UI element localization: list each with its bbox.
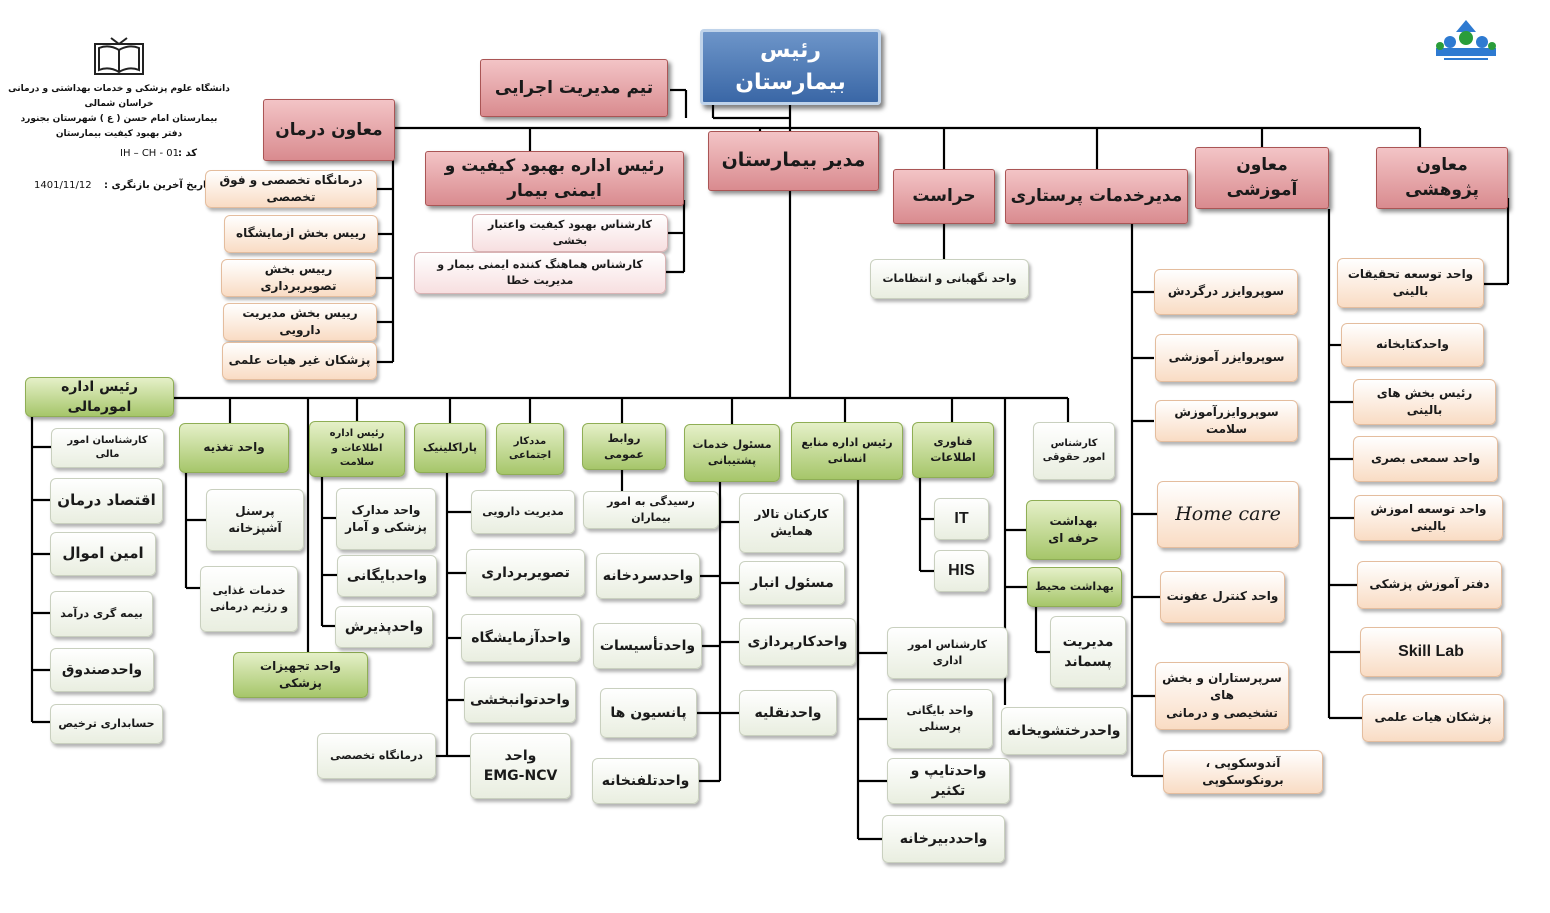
laundry-unit-box: واحدرختشویخانه <box>1001 707 1127 755</box>
environmental-health-box: بهداشت محیط <box>1027 567 1122 607</box>
education-deputy-box: معاون آموزشی <box>1195 147 1329 209</box>
health-education-supervisor-box: سوپروایزرآموزش سلامت <box>1155 400 1298 442</box>
education-supervisor-box: سوپروایزر آموزشی <box>1155 334 1298 382</box>
waste-management-box: مدیریت پسماند <box>1050 616 1126 688</box>
procurement-unit-box: واحدکارپردازی <box>739 618 856 666</box>
home-care-box: Home care <box>1157 481 1299 548</box>
book-logo-icon <box>94 37 144 75</box>
revision-label: تاریخ آخرین بازنگری : <box>104 180 211 191</box>
legal-expert-box: کارشناس امور حقوقی <box>1033 422 1115 480</box>
imaging-head-box: رییس بخش تصویربرداری <box>221 259 376 297</box>
patient-affairs-box: رسیدگی به امور بیماران <box>583 491 719 529</box>
diet-services-box: خدمات غذایی و رژیم درمانی <box>200 566 298 632</box>
specialty-clinic-box: درمانگاه تخصصی و فوق تخصصی <box>205 170 377 208</box>
his-unit-box: HIS <box>934 550 989 592</box>
specialty-clinic-unit-box: درمانگاه تخصصی <box>317 733 436 779</box>
admission-unit-box: واحدپذیرش <box>335 606 433 648</box>
occupational-health-box: بهداشت حرفه ای <box>1026 500 1121 560</box>
emg-ncv-unit-box: واحد EMG-NCV <box>470 733 571 799</box>
hr-head-box: رئیس اداره منابع انسانی <box>791 422 903 480</box>
admin-affairs-expert-box: کارشناس امور اداری <box>887 627 1008 679</box>
university-name: دانشگاه علوم پزشکی و خدمات بهداشتی و درم… <box>8 84 230 109</box>
warehouse-head-box: مسئول انبار <box>739 561 845 605</box>
hospital-name: بیمارستان امام حسن ( ع ) شهرستان بجنورد <box>20 113 218 124</box>
facilities-unit-box: واحدتأسیسات <box>593 623 702 669</box>
personnel-archive-box: واحد بایگانی پرسنلی <box>887 689 993 749</box>
library-unit-box: واحدکتابخانه <box>1341 323 1484 367</box>
non-faculty-physicians-box: پزشکان غیر هیات علمی <box>222 342 377 380</box>
laboratory-unit-box: واحدآزمایشگاه <box>461 614 581 662</box>
discharge-accounting-box: حسابداری ترخیص <box>50 704 163 744</box>
hospital-head-box: رئیس بیمارستان <box>700 29 881 105</box>
pensions-box: پانسیون ها <box>600 688 697 738</box>
rotating-supervisor-box: سوپروایزر درگردش <box>1154 269 1298 315</box>
info-head-box: رئیس اداره اطلاعات و سلامت <box>309 421 405 477</box>
quality-head-box: رئیس اداره بهبود کیفیت و ایمنی بیمار <box>425 151 684 206</box>
code-value: IH – CH - 01 <box>120 148 180 159</box>
telephone-unit-box: واحدتلفنخانه <box>592 758 699 804</box>
typing-copy-unit-box: واحدتایپ و تکثیر <box>887 758 1010 804</box>
treatment-economy-box: اقتصاد درمان <box>50 478 163 524</box>
conference-hall-staff-box: کارکنان تالار همایش <box>739 493 844 553</box>
patient-safety-expert-box: کارشناس هماهنگ کننده ایمنی بیمار و مدیری… <box>414 252 666 294</box>
nursing-director-box: مدیرخدمات پرستاری <box>1005 169 1188 224</box>
support-services-box: مسئول خدمات پشتیبانی <box>684 424 780 482</box>
code-label: کد : <box>178 148 198 159</box>
guard-unit-box: واحد نگهبانی و انتظامات <box>870 259 1029 299</box>
clinical-education-unit-box: واحد توسعه اموزش بالینی <box>1354 495 1503 541</box>
archive-unit-box: واحدبایگانی <box>337 555 437 597</box>
paraclinic-box: پاراکلینیک <box>414 423 486 473</box>
medical-records-box: واحد مدارک پزشکی و آمار <box>336 488 436 550</box>
social-worker-box: مددکار اجتماعی <box>496 423 564 475</box>
infection-control-box: واحد کنترل عفونت <box>1160 571 1285 623</box>
audiovisual-unit-box: واحد سمعی بصری <box>1353 436 1498 482</box>
research-deputy-box: معاون پژوهشی <box>1376 147 1508 209</box>
revision-value: 1401/11/12 <box>34 180 92 191</box>
nutrition-unit-box: واحد تغذیه <box>179 423 289 473</box>
treatment-deputy-box: معاون درمان <box>263 99 395 161</box>
rehabilitation-unit-box: واحدتوانبخشی <box>464 677 576 723</box>
quality-expert-box: کارشناس بهبود کیفیت واعتبار بخشی <box>472 214 668 252</box>
hospital-header: دانشگاه علوم پزشکی و خدمات بهداشتی و درم… <box>8 34 230 141</box>
skill-lab-box: Skill Lab <box>1360 627 1502 677</box>
clinical-dept-head-box: رئیس بخش های بالینی <box>1353 379 1496 425</box>
finance-experts-box: کارشناسان امور مالی <box>51 428 164 468</box>
it-head-box: فناوری اطلاعات <box>912 422 994 478</box>
endoscopy-box: آندوسکوپی ، برونکوسکوپی <box>1163 750 1323 794</box>
clinical-research-unit-box: واحد توسعه تحقیقات بالینی <box>1337 258 1484 308</box>
lab-head-box: رییس بخش ازمایشگاه <box>224 215 378 253</box>
finance-head-box: رئیس اداره امورمالی <box>25 377 174 417</box>
imaging-unit-box: تصویربرداری <box>466 549 585 597</box>
cashier-unit-box: واحدصندوق <box>50 648 154 692</box>
public-relations-box: روابط عمومی <box>582 423 666 470</box>
office-name: دفتر بهبود کیفیت بیمارستان <box>55 128 183 139</box>
university-logo-icon <box>1436 20 1496 60</box>
pharmacy-head-box: رییس بخش مدیریت دارویی <box>223 303 377 341</box>
faculty-physicians-box: پزشکان هیات علمی <box>1362 694 1504 742</box>
medical-education-office-box: دفتر آموزش پزشکی <box>1357 561 1502 609</box>
medical-equipment-box: واحد تجهیزات پزشکی <box>233 652 368 698</box>
head-nurses-box: سرپرستاران و بخش های تشخیصی و درمانی <box>1155 662 1289 730</box>
pharmacy-management-box: مدیریت دارویی <box>471 490 575 534</box>
security-box: حراست <box>893 169 995 224</box>
cold-storage-unit-box: واحدسردخانه <box>596 553 700 599</box>
transport-unit-box: واحدنقلیه <box>739 690 837 736</box>
kitchen-staff-box: پرسنل آشپزخانه <box>206 489 304 551</box>
it-unit-box: IT <box>934 498 989 540</box>
executive-team-box: تیم مدیریت اجرایی <box>480 59 668 117</box>
property-keeper-box: امین اموال <box>50 532 156 576</box>
hospital-manager-box: مدیر بیمارستان <box>708 131 879 191</box>
secretariat-unit-box: واحددبیرخانه <box>882 815 1005 863</box>
insurance-income-box: بیمه گری درآمد <box>50 591 153 637</box>
